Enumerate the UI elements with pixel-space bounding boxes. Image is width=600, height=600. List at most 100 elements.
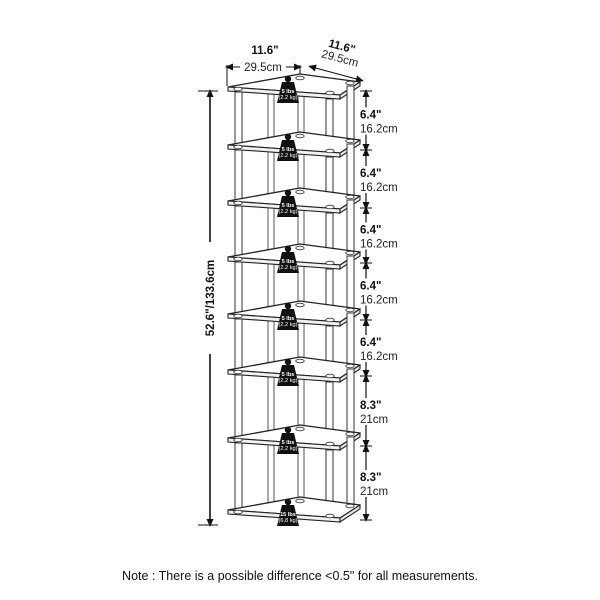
- back-left-post: [267, 206, 275, 254]
- weight-capacity-icon: 5 lbs(2.2 kg): [277, 133, 299, 161]
- top-depth-dimension: 11.6" 29.5cm: [308, 38, 364, 83]
- post-cap: [295, 245, 305, 251]
- weight-kg-label: (6.8 kg): [279, 518, 298, 524]
- gap-dimension: 6.4" 16.2cm: [359, 148, 415, 210]
- total-height-label: 52.6"/133.6cm: [205, 260, 217, 336]
- weight-capacity-icon: 5 lbs(2.2 kg): [277, 426, 299, 454]
- post-cap: [295, 189, 305, 195]
- gap-inches-label: 8.3": [360, 472, 381, 484]
- gap-cm-label: 21cm: [360, 486, 388, 498]
- back-left-post: [267, 375, 275, 435]
- front-left-post: [234, 442, 243, 511]
- shelf-level: 5 lbs(2.2 kg): [227, 300, 361, 373]
- post-cap: [345, 503, 355, 509]
- post-cap: [233, 200, 243, 206]
- back-left-post: [267, 92, 275, 142]
- gap-dimension: 8.3"21cm: [359, 374, 415, 448]
- front-left-post: [234, 91, 243, 146]
- post-cap: [325, 441, 335, 447]
- weight-capacity-icon: 5 lbs(2.2 kg): [277, 358, 299, 386]
- post-cap: [345, 80, 355, 86]
- post-cap: [345, 307, 355, 313]
- post-cap: [233, 144, 243, 150]
- gap-cm-label: 16.2cm: [360, 182, 398, 194]
- shelf-level: 5 lbs(2.2 kg): [227, 187, 361, 260]
- weight-lbs-label: 5 lbs: [282, 147, 295, 153]
- gap-dimension: 6.4" 16.2cm: [359, 206, 415, 265]
- total-height-dimension: 52.6"/133.6cm: [198, 89, 218, 527]
- side-post: [346, 312, 355, 367]
- post-cap: [295, 498, 305, 504]
- weight-lbs-label: 5 lbs: [282, 89, 295, 95]
- weight-lbs-label: 5 lbs: [282, 440, 295, 446]
- gap-cm-label: 16.2cm: [360, 239, 398, 251]
- shelf-level: 5 lbs(2.2 kg): [227, 424, 361, 513]
- front-left-post: [234, 205, 243, 258]
- post-cap: [325, 373, 335, 379]
- post-cap: [295, 426, 305, 432]
- side-post: [346, 85, 355, 142]
- weight-capacity-icon: 5 lbs(2.2 kg): [277, 75, 299, 103]
- weight-lbs-label: 5 lbs: [282, 203, 295, 209]
- top-width-cm: 29.5cm: [244, 62, 282, 74]
- post-cap: [233, 86, 243, 92]
- gap-inches-label: 6.4": [360, 110, 381, 122]
- post-cap: [233, 313, 243, 319]
- shelf-unit-illustration: 5 lbs(2.2 kg)5 lbs(2.2 kg)5 lbs(2.2 kg)5…: [227, 73, 361, 526]
- weight-lbs-label: 15 lbs: [280, 512, 296, 518]
- gap-inches-label: 6.4": [360, 281, 381, 293]
- gap-inches-label: 6.4": [360, 168, 381, 180]
- weight-capacity-icon: 15 lbs(6.8 kg): [277, 498, 299, 526]
- front-left-post: [234, 374, 243, 439]
- back-left-post: [267, 319, 275, 367]
- shelf-edge-side: [339, 503, 361, 524]
- measurement-note: Note : There is a possible difference <0…: [122, 569, 478, 583]
- gap-cm-label: 21cm: [360, 414, 388, 426]
- weight-kg-label: (2.2 kg): [279, 153, 298, 159]
- weight-capacity-icon: 5 lbs(2.2 kg): [277, 245, 299, 273]
- weight-capacity-icon: 5 lbs(2.2 kg): [277, 302, 299, 330]
- post-cap: [295, 358, 305, 364]
- back-left-post: [267, 150, 275, 198]
- gap-cm-label: 16.2cm: [360, 124, 398, 136]
- gap-cm-label: 16.2cm: [360, 351, 398, 363]
- back-right-post: [297, 371, 305, 431]
- side-post: [346, 199, 355, 254]
- weight-kg-label: (2.2 kg): [279, 95, 298, 101]
- top-width-dimension: 11.6" 29.5cm: [225, 45, 302, 86]
- post-cap: [295, 75, 305, 81]
- post-cap: [325, 204, 335, 210]
- front-left-post: [234, 149, 243, 202]
- post-cap: [295, 302, 305, 308]
- gap-inches-label: 6.4": [360, 225, 381, 237]
- gap-dimension: 6.4" 16.2cm: [359, 318, 415, 378]
- weight-kg-label: (2.2 kg): [279, 446, 298, 452]
- weight-capacity-icon: 5 lbs(2.2 kg): [277, 189, 299, 217]
- weight-kg-label: (2.2 kg): [279, 378, 298, 384]
- front-left-post: [234, 318, 243, 371]
- shelf-level: 5 lbs(2.2 kg): [227, 356, 361, 441]
- gap-inches-label: 6.4": [360, 337, 381, 349]
- side-post: [346, 436, 355, 507]
- back-left-post: [267, 443, 275, 507]
- weight-kg-label: (2.2 kg): [279, 322, 298, 328]
- post-cap: [345, 363, 355, 369]
- post-cap: [295, 133, 305, 139]
- shelf-level: 5 lbs(2.2 kg): [227, 73, 361, 148]
- gap-cm-label: 16.2cm: [360, 295, 398, 307]
- weight-lbs-label: 5 lbs: [282, 372, 295, 378]
- shelf-gap-dimensions: 6.4" 16.2cm 6.4" 16.2cm 6.4" 16.2cm 6.4" 16.2cm…: [359, 89, 415, 522]
- gap-dimension: 6.4" 16.2cm: [359, 261, 415, 322]
- post-cap: [345, 250, 355, 256]
- weight-lbs-label: 5 lbs: [282, 316, 295, 322]
- weight-kg-label: (2.2 kg): [279, 265, 298, 271]
- side-post: [346, 255, 355, 311]
- post-cap: [325, 260, 335, 266]
- side-post: [346, 368, 355, 435]
- post-cap: [233, 369, 243, 375]
- post-cap: [325, 513, 335, 519]
- front-left-post: [234, 261, 243, 315]
- post-cap: [233, 437, 243, 443]
- post-cap: [233, 256, 243, 262]
